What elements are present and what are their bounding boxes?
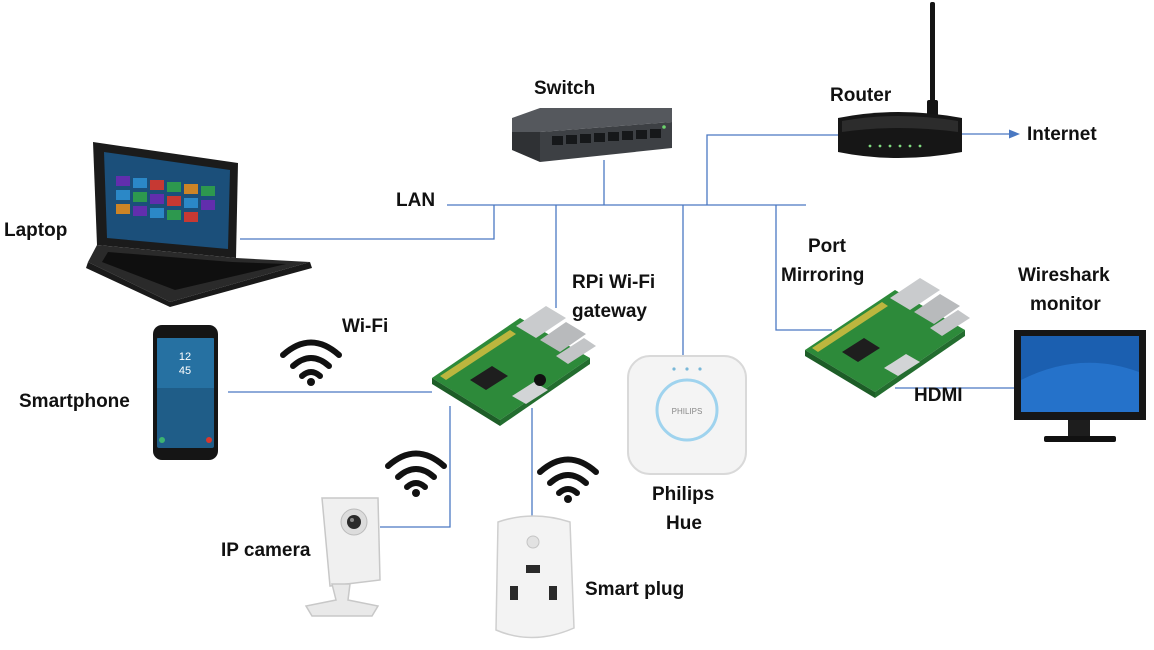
wifi-icon [537, 456, 599, 496]
phone-time-minutes: 45 [179, 365, 191, 377]
camera-link-line [380, 406, 451, 528]
hdmi-label: HDMI [914, 385, 963, 406]
connection-lines [228, 133, 1014, 528]
wifi-icon [385, 450, 447, 490]
smart-plug-label: Smart plug [585, 579, 685, 600]
router-link-line [706, 134, 838, 205]
ip-camera-label: IP camera [221, 540, 311, 561]
rpi-gateway-label-line1: RPi Wi-Fi [572, 272, 656, 293]
mirror-link-line [775, 205, 832, 331]
wifi-icon [280, 339, 342, 379]
internet-label: Internet [1027, 124, 1097, 145]
wifi-icon-dot [412, 489, 420, 497]
wireshark-label-line2: monitor [1030, 294, 1101, 315]
laptop-link-line [240, 205, 495, 240]
monitor-device [1014, 330, 1146, 442]
philips-hue-bridge: PHILIPS [627, 355, 747, 475]
raspberry-pi-monitor [805, 278, 970, 398]
wifi-icon-dot [564, 495, 572, 503]
switch-device [512, 108, 672, 162]
port-mirroring-label-line1: Port [808, 236, 846, 257]
rpi-gateway-label-line2: gateway [572, 301, 647, 322]
phone-time-hours: 12 [179, 351, 191, 363]
router-label: Router [830, 85, 892, 106]
philips-hue-label-line2: Hue [666, 513, 702, 534]
arrow-icon [1009, 129, 1020, 139]
smartphone-device: 12 45 [153, 325, 218, 460]
wireshark-label-line1: Wireshark [1018, 265, 1110, 286]
port-mirroring-label-line2: Mirroring [781, 265, 865, 286]
raspberry-pi-gateway [432, 306, 596, 426]
philips-hue-label-line1: Philips [652, 484, 715, 505]
smartphone-label: Smartphone [19, 391, 130, 412]
ip-camera-device [304, 497, 381, 617]
lan-label: LAN [396, 190, 436, 211]
wifi-label: Wi-Fi [342, 316, 389, 337]
switch-label: Switch [534, 78, 596, 99]
smart-plug-device [495, 515, 575, 639]
hue-brand-text: PHILIPS [672, 407, 703, 416]
laptop-device [86, 142, 312, 307]
router-device [838, 2, 962, 158]
wifi-icon-dot [307, 378, 315, 386]
laptop-label: Laptop [4, 220, 68, 241]
